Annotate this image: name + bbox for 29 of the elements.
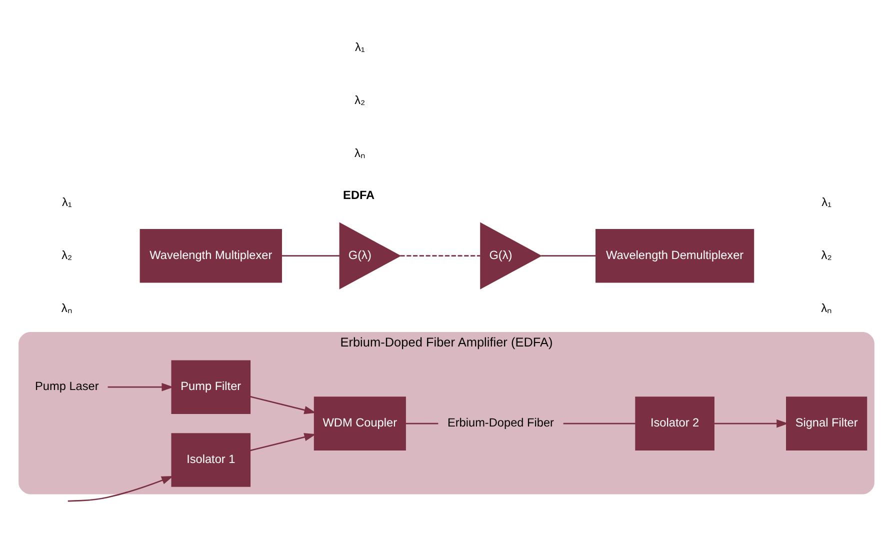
arrow bbox=[250, 433, 316, 452]
connector bbox=[282, 255, 340, 257]
arrow bbox=[108, 382, 174, 392]
node-box: WDM Coupler bbox=[314, 396, 406, 450]
node-text: Pump Laser bbox=[35, 379, 99, 394]
arrow bbox=[250, 396, 316, 414]
connector bbox=[406, 422, 438, 424]
connector bbox=[563, 422, 636, 424]
label: λ₁ bbox=[62, 195, 72, 210]
connector bbox=[541, 255, 596, 257]
node-box: Wavelength Multiplexer bbox=[140, 228, 282, 283]
label: λ₁ bbox=[354, 40, 365, 54]
node-text: Erbium-Doped Fiber bbox=[447, 416, 554, 430]
node-box: Isolator 2 bbox=[635, 396, 714, 450]
arrow bbox=[68, 476, 174, 502]
label: λₙ bbox=[821, 300, 832, 315]
node-box: Isolator 1 bbox=[171, 433, 251, 487]
node-box: Wavelength Demultiplexer bbox=[596, 228, 754, 283]
label: λ₂ bbox=[62, 248, 72, 262]
label: λₙ bbox=[354, 146, 366, 160]
connector bbox=[400, 255, 480, 257]
node-label: EDFA bbox=[343, 188, 375, 202]
label: λ₂ bbox=[821, 248, 832, 262]
label: λ₁ bbox=[822, 195, 832, 210]
label: λₙ bbox=[61, 300, 72, 315]
label: λ₂ bbox=[354, 93, 366, 108]
node-box: Signal Filter bbox=[786, 396, 868, 450]
node-box: Pump Filter bbox=[171, 360, 251, 414]
arrow bbox=[714, 419, 788, 428]
